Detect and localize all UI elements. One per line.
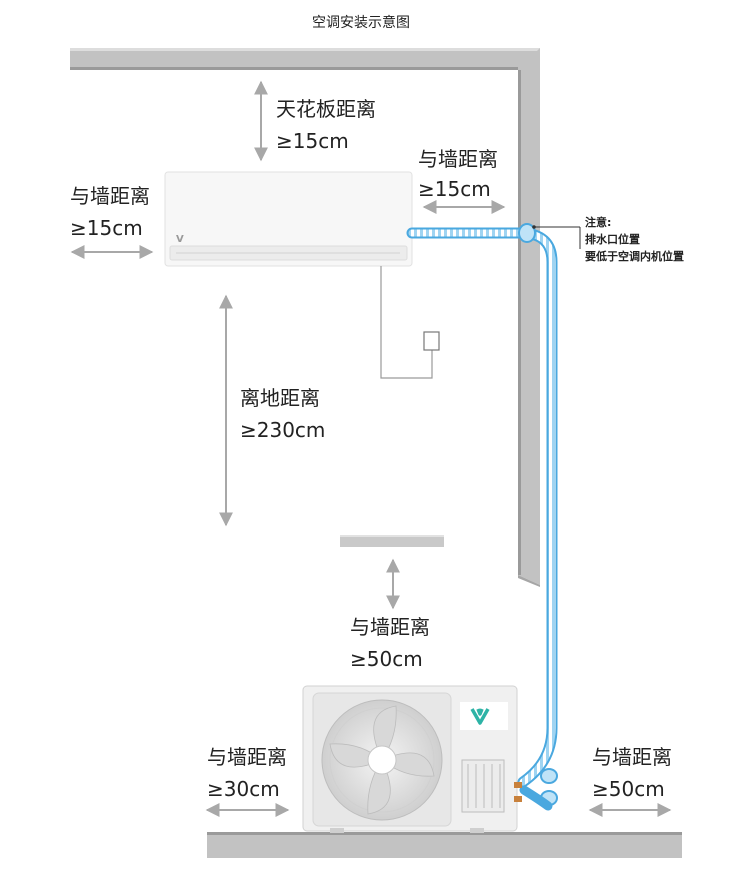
ceiling-distance-value: ≥15cm	[276, 129, 349, 153]
outdoor-front-distance-label: 与墙距离	[350, 615, 430, 639]
outdoor-ledge	[340, 535, 444, 547]
ground	[207, 832, 682, 858]
outdoor-grille	[461, 759, 505, 813]
refrigerant-pipe	[406, 223, 558, 811]
ceiling	[70, 48, 540, 70]
diagram-title: 空调安装示意图	[312, 15, 410, 31]
note-heading: 注意:	[585, 216, 612, 229]
right-wall-distance-value: ≥15cm	[418, 177, 491, 201]
left-wall-distance-value: ≥15cm	[70, 216, 143, 240]
outdoor-front-distance-value: ≥50cm	[350, 647, 423, 671]
note-drain-position: 排水口位置	[585, 233, 640, 246]
floor-distance-label: 离地距离	[240, 386, 320, 410]
outdoor-left-distance-label: 与墙距离	[207, 745, 287, 769]
note-lower-than-indoor: 要低于空调内机位置	[585, 250, 684, 263]
outdoor-left-distance-value: ≥30cm	[207, 777, 280, 801]
ceiling-distance-label: 天花板距离	[276, 97, 376, 121]
right-wall-distance-label: 与墙距离	[418, 147, 498, 171]
outdoor-unit	[302, 685, 522, 833]
power-cord	[380, 266, 440, 379]
right-wall	[518, 48, 540, 587]
floor-distance-value: ≥230cm	[240, 418, 326, 442]
outdoor-right-distance-value: ≥50cm	[592, 777, 665, 801]
left-wall-distance-label: 与墙距离	[70, 184, 150, 208]
indoor-logo: V	[176, 234, 184, 245]
dimension-arrows	[70, 80, 672, 817]
outdoor-right-distance-label: 与墙距离	[592, 745, 672, 769]
indoor-unit	[164, 171, 413, 267]
note-leaders	[532, 225, 581, 249]
